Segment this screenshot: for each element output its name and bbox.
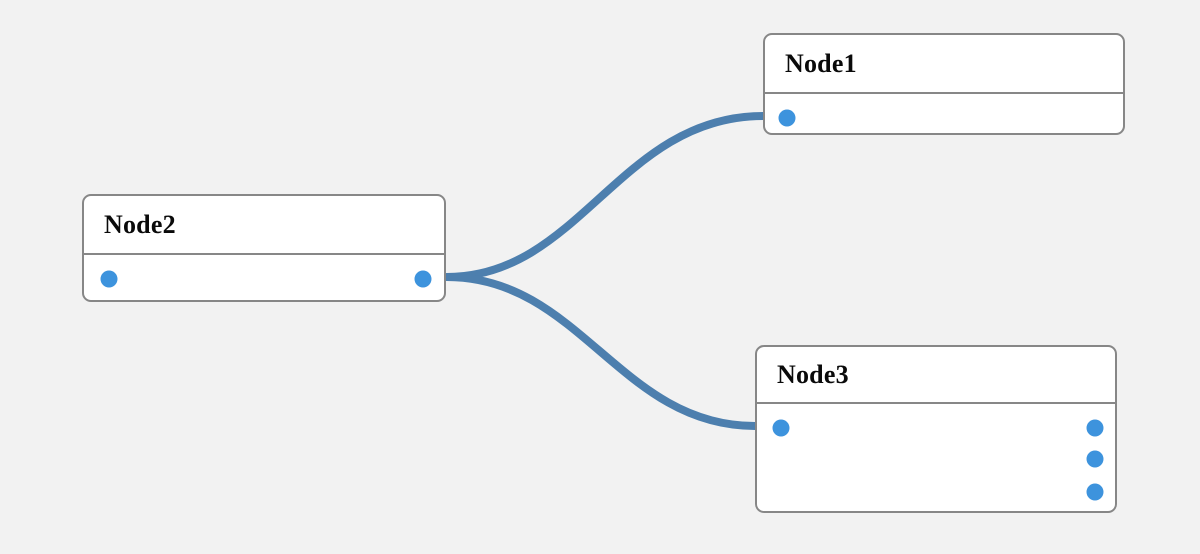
node-node1[interactable]: Node1: [763, 33, 1125, 135]
port-output-out-3[interactable]: [1086, 483, 1104, 501]
node-title: Node2: [104, 209, 176, 239]
node-body: [757, 404, 1115, 511]
edge-node2-to-node1[interactable]: [443, 112, 767, 281]
node-node2[interactable]: Node2: [82, 194, 446, 302]
node-header[interactable]: Node3: [757, 347, 1115, 404]
port-input-in-1[interactable]: [772, 419, 790, 437]
node-node3[interactable]: Node3: [755, 345, 1117, 513]
port-output-out-1[interactable]: [1086, 419, 1104, 437]
node-body: [765, 94, 1123, 133]
port-input-in-1[interactable]: [100, 270, 118, 288]
node-header[interactable]: Node1: [765, 35, 1123, 94]
edge-node2-to-node3[interactable]: [443, 273, 759, 430]
node-title: Node1: [785, 48, 857, 78]
node-header[interactable]: Node2: [84, 196, 444, 255]
node-title: Node3: [777, 359, 849, 389]
node-body: [84, 255, 444, 300]
port-input-in-1[interactable]: [778, 109, 796, 127]
port-output-out-1[interactable]: [414, 270, 432, 288]
port-output-out-2[interactable]: [1086, 450, 1104, 468]
